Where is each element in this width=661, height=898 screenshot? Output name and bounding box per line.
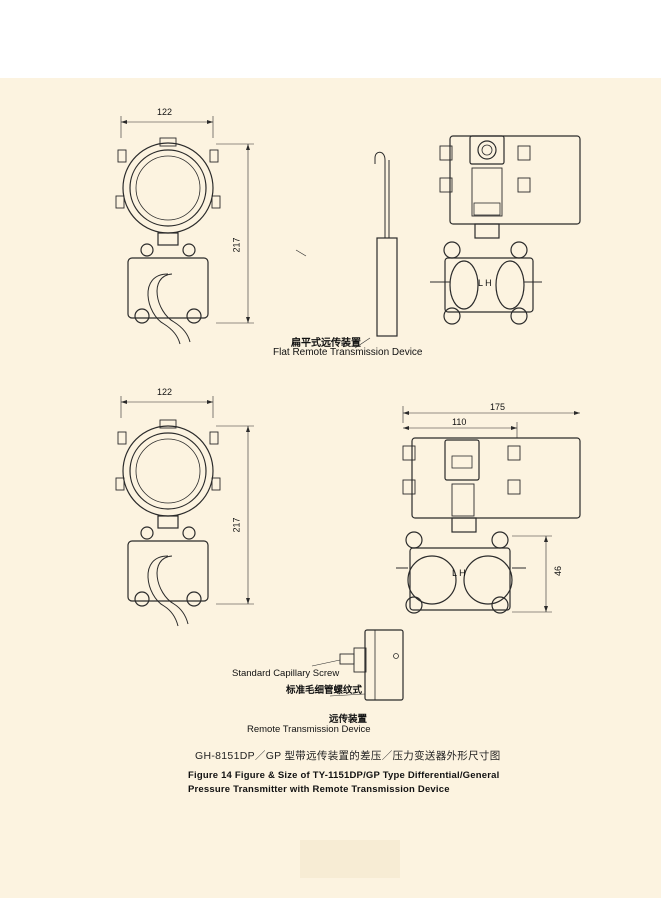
dim-label-175: 175 bbox=[490, 402, 506, 412]
caption-cn: GH-8151DP／GP 型带远传装置的差压／压力变送器外形尺寸图 bbox=[195, 750, 501, 762]
lh-label-top: L H bbox=[478, 278, 492, 288]
flat-remote-device-rod bbox=[354, 151, 398, 349]
capillary-label-cn: 标准毛细管螺纹式 bbox=[286, 685, 363, 696]
remote-device-label-cn: 远传装置 bbox=[329, 714, 368, 725]
dim-label-122-top: 122 bbox=[157, 107, 173, 117]
front-view-top bbox=[115, 116, 254, 345]
lh-label-bottom: L H bbox=[452, 568, 466, 578]
dim-label-122-bottom: 122 bbox=[157, 387, 173, 397]
remote-device-label-en: Remote Transmission Device bbox=[247, 724, 371, 735]
front-view-bottom bbox=[115, 396, 254, 627]
drawing-sheet: 122 217 122 217 175 110 46 L H L H 扁平式远传… bbox=[0, 78, 661, 898]
remote-device-detail bbox=[311, 629, 404, 701]
bottom-accent-block bbox=[300, 840, 400, 878]
dim-label-217-top: 217 bbox=[231, 237, 242, 253]
caption-en-line2: Pressure Transmitter with Remote Transmi… bbox=[188, 784, 450, 795]
side-view-top bbox=[430, 135, 581, 325]
capillary-label-en: Standard Capillary Screw bbox=[232, 668, 340, 679]
caption-en-line1: Figure 14 Figure & Size of TY-1151DP/GP … bbox=[188, 770, 500, 781]
dim-label-217-bottom: 217 bbox=[231, 517, 242, 533]
flat-device-label-en: Flat Remote Transmission Device bbox=[273, 347, 423, 358]
flat-device-label-cn: 扁平式远传装置 bbox=[291, 338, 361, 349]
side-view-bottom bbox=[396, 406, 581, 614]
dim-label-46: 46 bbox=[553, 565, 564, 577]
paper-background bbox=[0, 78, 661, 898]
dim-label-110: 110 bbox=[452, 417, 467, 427]
technical-drawing bbox=[0, 78, 661, 898]
